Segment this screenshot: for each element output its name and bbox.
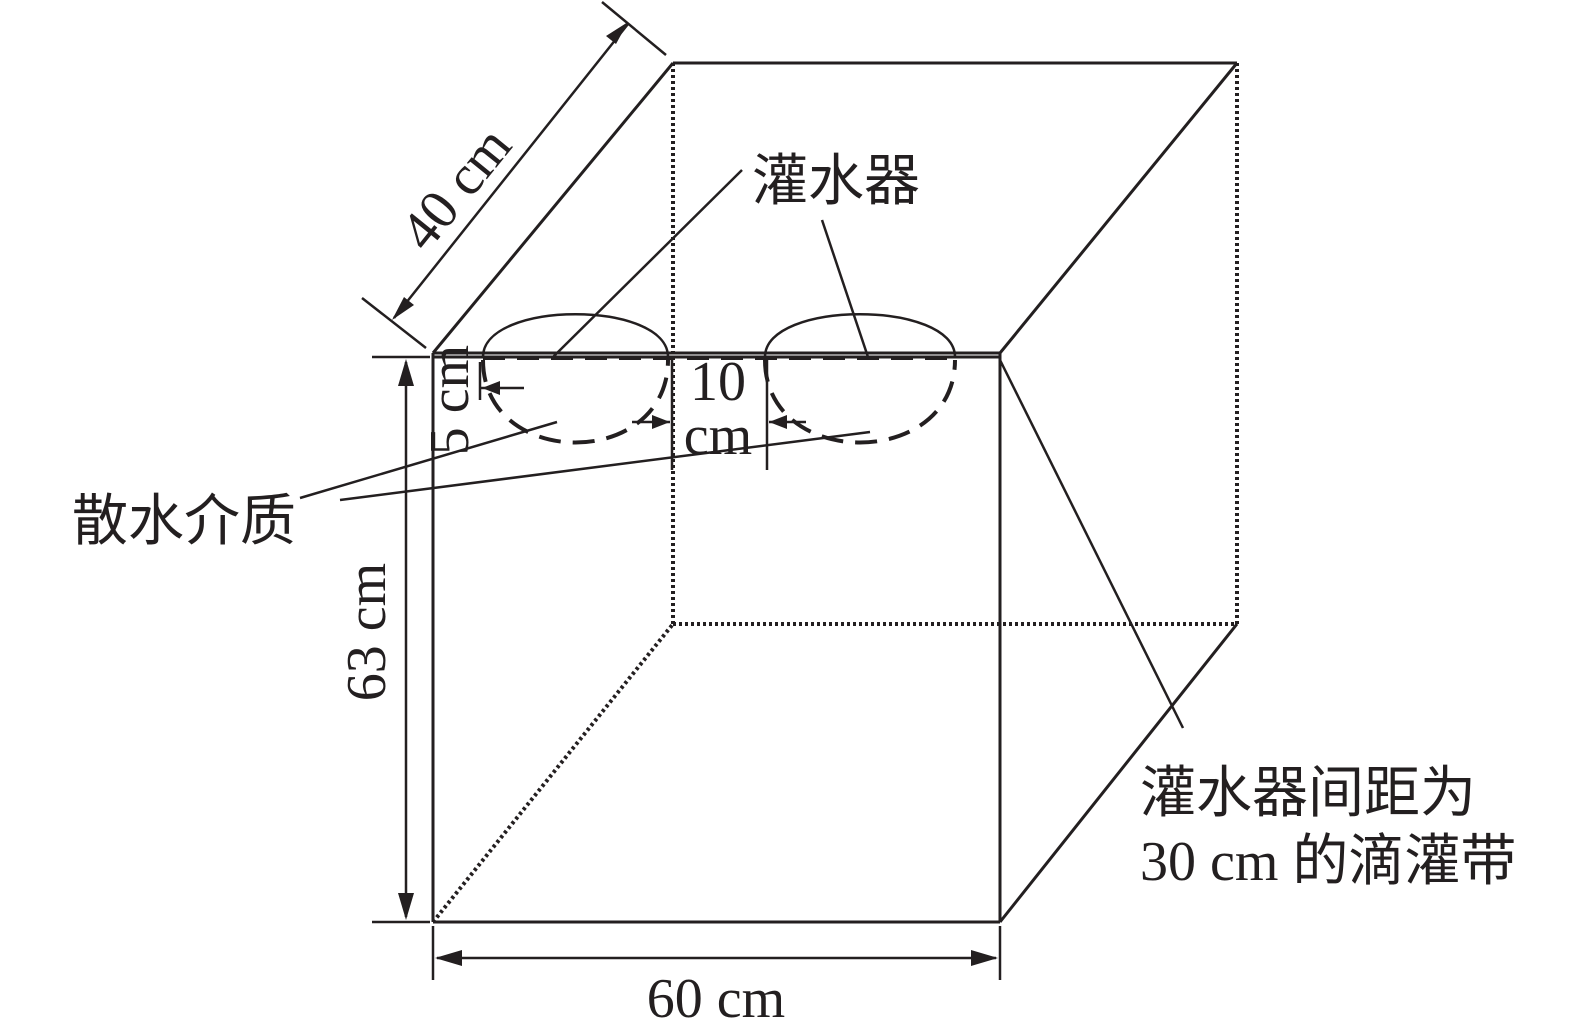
- small-vertical-label: 5 cm: [419, 345, 481, 455]
- small-horizontal-dimension: 10 cm: [632, 351, 806, 470]
- depth-dimension: 40 cm: [361, 1, 667, 349]
- width-arrow-left: [435, 950, 462, 966]
- tape-label-line1: 灌水器间距为: [1140, 763, 1476, 825]
- width-label: 60 cm: [647, 968, 785, 1023]
- small-vertical-arrow: [482, 381, 500, 395]
- emitter-callouts: 灌水器: [552, 151, 920, 358]
- bottom-left-depth-edge: [431, 622, 675, 924]
- height-dimension: 63 cm: [336, 355, 430, 924]
- emitter-1-upper-arc: [481, 313, 670, 358]
- top-left-depth-edge: [431, 62, 675, 354]
- small-vertical-dimension: 5 cm: [419, 345, 524, 455]
- height-arrow-bottom: [398, 893, 414, 920]
- emitter-label: 灌水器: [752, 151, 920, 213]
- height-label: 63 cm: [336, 563, 398, 701]
- small-horizontal-arrow-left: [652, 415, 670, 429]
- width-arrow-right: [971, 950, 998, 966]
- tape-leader: [998, 359, 1185, 729]
- medium-leader-1: [299, 420, 558, 500]
- back-face: [431, 61, 1239, 924]
- small-horizontal-arrow-right: [769, 415, 787, 429]
- emitter-leader-1: [552, 169, 743, 358]
- bottom-right-depth-edge: [998, 623, 1239, 923]
- small-horizontal-label-line2: cm: [684, 405, 752, 467]
- depth-ext-line-1: [361, 297, 427, 349]
- emitter-2-wetting-zone: [763, 313, 957, 445]
- top-right-depth-edge: [998, 62, 1239, 354]
- medium-leader-2: [339, 430, 871, 502]
- height-arrow-top: [398, 359, 414, 386]
- depth-arrow-top: [606, 22, 628, 44]
- depth-edges: [431, 62, 1239, 923]
- small-horizontal-label-line1: 10: [690, 351, 746, 413]
- depth-arrow-bottom: [392, 297, 414, 320]
- emitter-2-upper-arc: [763, 313, 957, 358]
- depth-dim-line: [393, 23, 629, 319]
- depth-ext-line-2: [601, 1, 667, 56]
- width-dimension: 60 cm: [431, 926, 1002, 1023]
- emitter-1-wetting-zone: [481, 313, 670, 445]
- emitter-1-lower-bulb: [481, 359, 670, 445]
- tape-callout: 灌水器间距为 30 cm 的滴灌带: [998, 359, 1516, 893]
- emitter-leader-2: [820, 219, 870, 358]
- medium-label: 散水介质: [72, 491, 296, 553]
- tape-label-line2: 30 cm 的滴灌带: [1140, 831, 1516, 893]
- medium-callout: 散水介质: [72, 420, 871, 553]
- emitter-2-lower-bulb: [763, 359, 957, 445]
